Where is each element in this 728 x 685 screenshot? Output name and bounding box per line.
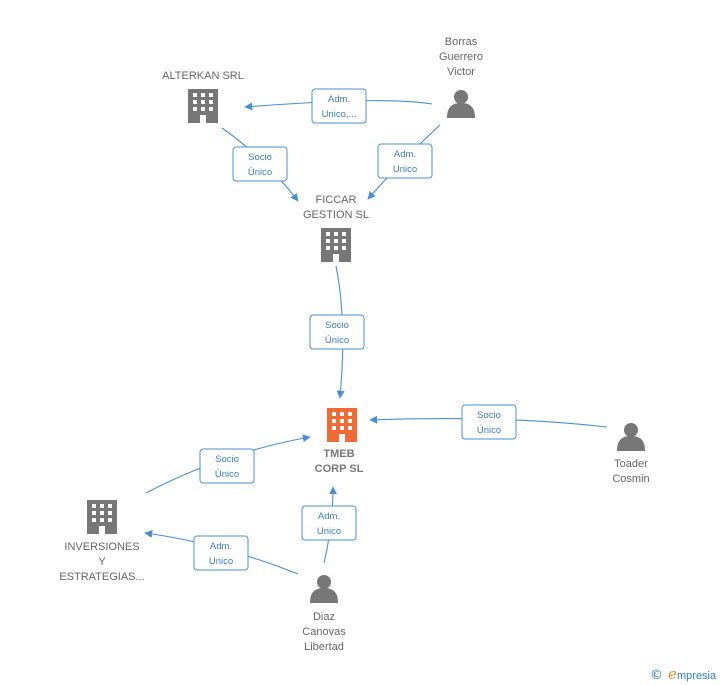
person-icon [447, 90, 475, 118]
edge-badge-box [377, 143, 433, 179]
node-label: Canovas [302, 626, 346, 638]
node-label: GESTION SL [303, 209, 369, 221]
edge-badge-text: Adm. [210, 541, 232, 552]
node-label: Guerrero [439, 51, 483, 63]
edge-badge-diaz-tmeb[interactable]: Adm. Unico [301, 505, 357, 541]
edge-badge-text: Único [477, 425, 501, 436]
copyright-symbol: © [650, 668, 663, 683]
edge-badge-text: Único [215, 469, 239, 480]
node-label: Cosmin [612, 473, 649, 485]
building-icon [188, 89, 218, 123]
edge-badge-box [309, 314, 365, 350]
edge-badge-box [311, 88, 367, 124]
edge-badge-box [232, 146, 288, 182]
node-label: Libertad [304, 641, 344, 653]
edge-badge-text: Socio [215, 454, 239, 465]
building-icon [321, 228, 351, 262]
node-alterkan[interactable]: ALTERKAN SRL [162, 70, 244, 123]
edge-badge-text: Unico [317, 526, 341, 537]
edge-badge-text: Socio [248, 152, 272, 163]
node-label: Diaz [313, 611, 335, 623]
node-ficcar[interactable]: FICCAR GESTION SL [303, 194, 369, 262]
node-label: TMEB [323, 448, 354, 460]
node-label: ALTERKAN SRL [162, 70, 244, 82]
badges-layer: Adm.Unico,...SocioÚnicoAdm.UnicoSocioÚni… [193, 88, 517, 571]
edge-badge-borras-alterkan[interactable]: Adm. Unico,... [311, 88, 367, 124]
node-label: Borras [445, 36, 478, 48]
node-label: FICCAR [316, 194, 357, 206]
building-icon [87, 500, 117, 534]
node-inversiones[interactable]: INVERSIONES Y ESTRATEGIAS... [59, 500, 145, 583]
edge-badge-text: Adm. [394, 149, 416, 160]
node-label: CORP SL [315, 463, 364, 475]
edge-badge-box [301, 505, 357, 541]
edge-badge-text: Unico [393, 164, 417, 175]
empresia-brand-text: mpresia [677, 670, 717, 682]
edge-badge-text: Adm. [328, 94, 350, 105]
edges-layer [144, 100, 608, 575]
empresia-logo-initial: e [668, 665, 677, 683]
node-label: ESTRATEGIAS... [59, 571, 144, 583]
building-icon [327, 408, 357, 442]
edge-badge-text: Unico,... [322, 109, 357, 120]
edge-badge-box [199, 448, 255, 484]
edge-badge-text: Socio [477, 410, 501, 421]
edge-badge-text: Unico [209, 556, 233, 567]
person-icon [310, 575, 338, 603]
person-icon [617, 423, 645, 451]
edge-badge-box [461, 404, 517, 440]
node-label: Y [98, 556, 106, 568]
edge-badge-text: Único [325, 335, 349, 346]
edge-badge-text: Socio [325, 320, 349, 331]
edge-badge-borras-ficcar[interactable]: Adm. Unico [377, 143, 433, 179]
node-label: Toader [614, 458, 648, 470]
empresia-footer[interactable]: © e mpresia [650, 665, 717, 683]
node-tmeb[interactable]: TMEB CORP SL [315, 408, 364, 475]
node-label: INVERSIONES [64, 541, 139, 553]
node-label: Victor [447, 66, 475, 78]
edge-badge-diaz-inversiones[interactable]: Adm. Unico [193, 535, 249, 571]
edge-badge-text: Único [248, 167, 272, 178]
edge-badge-box [193, 535, 249, 571]
edge-badge-text: Adm. [318, 511, 340, 522]
